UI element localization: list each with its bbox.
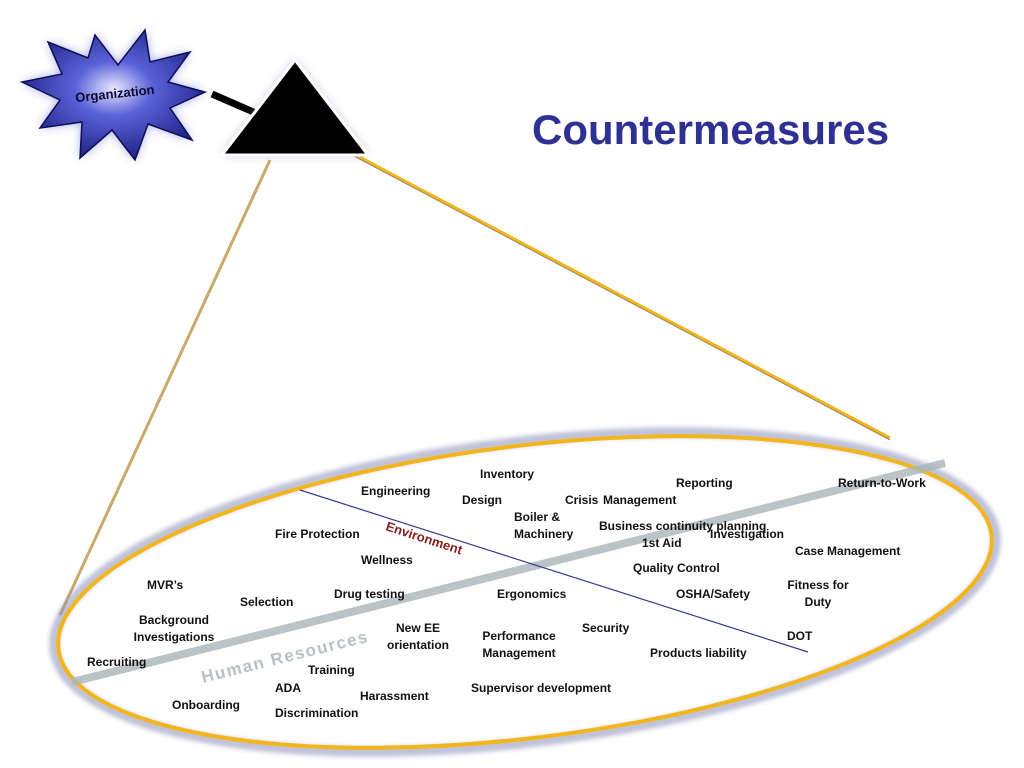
- item-osha-safety: OSHA/Safety: [676, 587, 751, 601]
- funnel-left-line: [58, 159, 272, 616]
- item-supervisor-development: Supervisor development: [471, 681, 612, 695]
- item-recruiting: Recruiting: [87, 655, 147, 669]
- funnel-right-line: [349, 150, 891, 440]
- item-onboarding: Onboarding: [172, 698, 240, 712]
- item-new-ee-orientation: New EE orientation: [382, 620, 454, 654]
- item-performance-line1: Performance: [482, 629, 556, 643]
- item-wellness: Wellness: [361, 553, 413, 567]
- organization-triangle: [218, 57, 372, 157]
- item-investigation: Investigation: [710, 527, 785, 541]
- human-resources-axis: [71, 459, 946, 686]
- item-background-line1: Background: [138, 613, 209, 627]
- item-fire-protection: Fire Protection: [275, 527, 360, 541]
- item-discrimination: Discrimination: [275, 706, 359, 720]
- ring-shadow: [49, 427, 1001, 757]
- item-fitness-line2: Duty: [804, 595, 832, 609]
- item-new-ee-line2: orientation: [387, 638, 449, 652]
- item-management: Management: [603, 493, 677, 507]
- item-design: Design: [462, 493, 503, 507]
- item-return-to-work: Return-to-Work: [838, 476, 926, 490]
- item-inventory: Inventory: [480, 467, 535, 481]
- page-title: Countermeasures: [532, 106, 890, 153]
- item-selection: Selection: [240, 595, 294, 609]
- environment-axis: [299, 489, 809, 653]
- item-fitness-for-duty: Fitness for Duty: [780, 577, 856, 611]
- item-mvrs: MVR’s: [147, 578, 184, 592]
- item-background-investigations: Background Investigations: [128, 612, 220, 646]
- item-business-continuity: Business continuity planning: [599, 519, 767, 533]
- item-dot: DOT: [787, 629, 813, 643]
- item-ada: ADA: [275, 681, 301, 695]
- item-boiler-line2: Machinery: [514, 527, 574, 541]
- item-boiler: Boiler & Machinery: [514, 509, 573, 543]
- item-training: Training: [308, 663, 355, 677]
- item-ergonomics: Ergonomics: [497, 587, 567, 601]
- item-drug-testing: Drug testing: [334, 587, 405, 601]
- item-performance-line2: Management: [482, 646, 556, 660]
- item-boiler-line1: Boiler &: [514, 510, 561, 524]
- item-quality-control: Quality Control: [633, 561, 720, 575]
- item-harassment: Harassment: [360, 689, 429, 703]
- organization-star: [19, 28, 208, 162]
- countermeasure-ring: [56, 434, 994, 750]
- item-performance-management: Performance Management: [474, 628, 564, 662]
- item-products-liability: Products liability: [650, 646, 747, 660]
- item-new-ee-line1: New EE: [395, 621, 440, 635]
- item-background-line2: Investigations: [133, 630, 215, 644]
- item-reporting: Reporting: [676, 476, 733, 490]
- item-engineering: Engineering: [361, 484, 431, 498]
- item-fitness-line1: Fitness for: [787, 578, 849, 592]
- item-first-aid: 1st Aid: [642, 536, 682, 550]
- star-to-triangle-connector: [210, 90, 260, 118]
- item-case-management: Case Management: [795, 544, 901, 558]
- item-crisis: Crisis: [565, 493, 599, 507]
- item-security: Security: [582, 621, 630, 635]
